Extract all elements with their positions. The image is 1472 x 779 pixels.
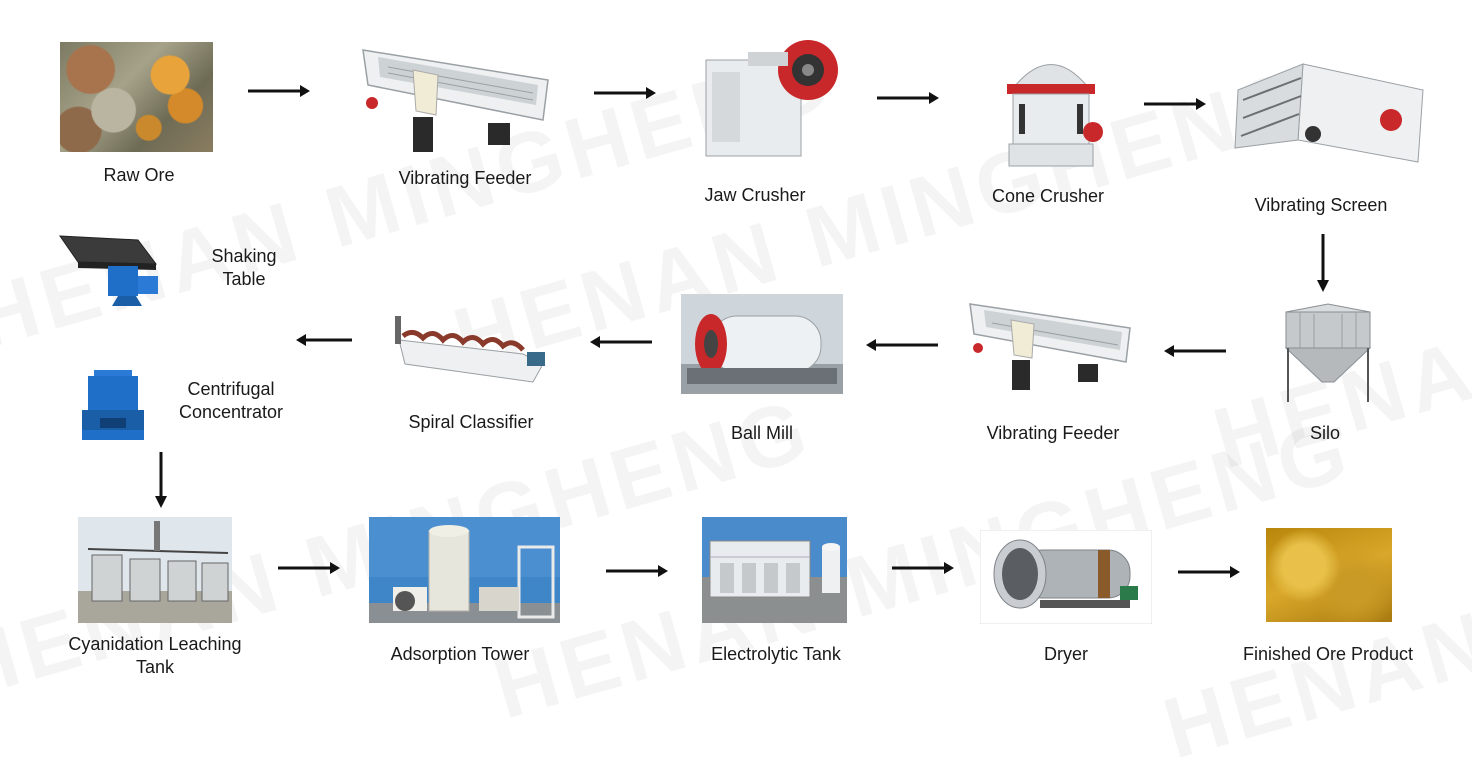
vibrating-feeder-image [362,49,549,152]
arrow-left [590,336,652,348]
adsorption-tower-image [369,517,560,623]
dryer-image [980,530,1152,624]
arrow-left [1164,345,1226,357]
step-label: Ball Mill [730,423,793,443]
arrow-down [155,452,167,508]
vibrating-feeder-image [969,303,1131,390]
arrow-right [594,87,656,99]
arrow-right [877,92,939,104]
step-label: Adsorption Tower [390,644,530,664]
cone-crusher-image [1007,64,1103,167]
step-label: Vibrating Feeder [986,423,1120,443]
shaking-table-image [59,235,158,306]
step-label: Cyanidation Leaching Tank [68,634,242,677]
spiral-classifier-image [395,316,545,383]
arrow-right [892,562,954,574]
jaw-crusher-image [705,40,838,157]
step-label: Raw Ore [103,165,175,185]
arrow-left [296,334,352,346]
step-label: Vibrating Feeder [398,168,532,188]
centrifugal-concentrator-image [82,370,144,440]
step-label: Finished Ore Product [1242,644,1414,664]
step-label: Silo [1309,423,1340,443]
step-label: Cone Crusher [991,186,1105,206]
step-label: Vibrating Screen [1254,195,1388,215]
arrow-right [1178,566,1240,578]
ball-mill-image [681,294,843,394]
step-label: Jaw Crusher [704,185,806,205]
cyanidation-leaching-tank-image [78,517,232,623]
arrow-down [1317,234,1329,292]
step-label: Shaking Table [211,246,277,289]
raw-ore-image [60,42,213,152]
arrow-right [278,562,340,574]
step-label: Centrifugal Concentrator [178,379,284,422]
step-label: Spiral Classifier [408,412,534,432]
silo-image [1284,303,1372,402]
vibrating-screen-image [1234,63,1424,163]
step-label: Dryer [1044,644,1088,664]
arrow-right [1144,98,1206,110]
arrow-left [866,339,938,351]
step-label: Electrolytic Tank [711,644,841,664]
finished-ore-product-image [1266,528,1392,622]
arrow-right [606,565,668,577]
electrolytic-tank-image [702,517,847,623]
arrow-right [248,85,310,97]
